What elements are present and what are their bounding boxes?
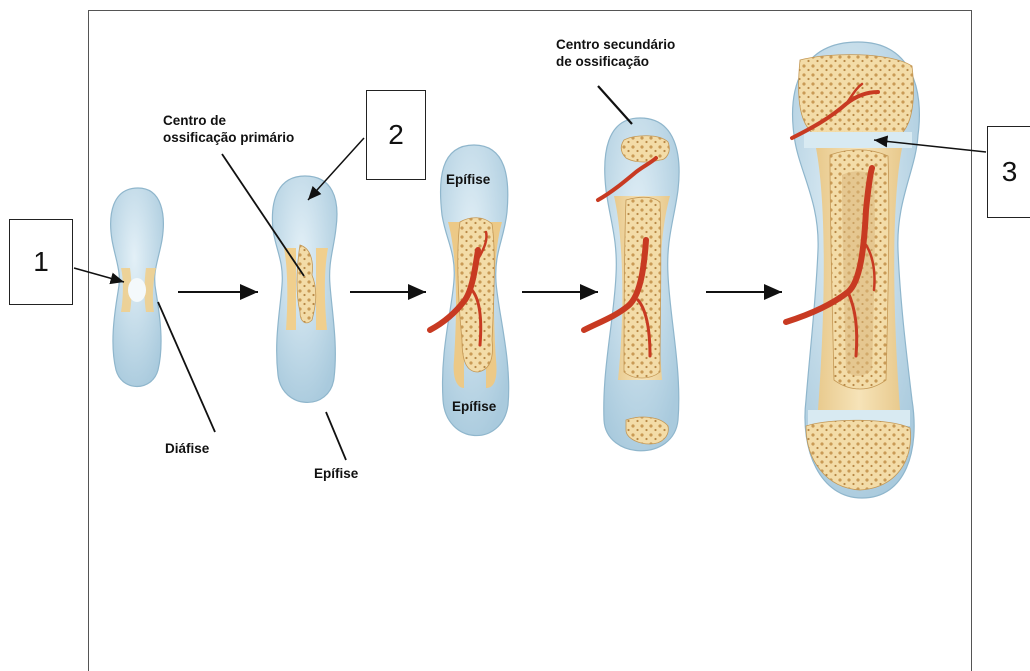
leader-epifise: [326, 412, 346, 460]
marker-1-text: 1: [33, 246, 49, 278]
leader-diafise: [158, 302, 215, 432]
label-centro-primario: Centro de ossificação primário: [163, 112, 294, 146]
label-centro-primario-line1: Centro de: [163, 112, 294, 129]
marker-box-2: 2: [366, 90, 426, 180]
marker-2-text: 2: [388, 119, 404, 151]
label-diafise: Diáfise: [165, 440, 209, 457]
pointer-1: [74, 268, 124, 282]
diagram-canvas: [0, 0, 1030, 630]
stage-1-cartilage-model: [111, 188, 164, 387]
leader-centro-secundario: [598, 86, 632, 124]
label-epifise-bottom: Epífise: [452, 398, 496, 415]
label-epifise-top: Epífise: [446, 171, 490, 188]
stage-4-secondary-center: [584, 118, 679, 451]
label-centro-secundario-line2: de ossificação: [556, 53, 675, 70]
ossification-diagram: 1 2 3 Centro de ossificação primário Cen…: [0, 0, 1030, 630]
label-centro-secundario: Centro secundário de ossificação: [556, 36, 675, 70]
stage-3-vascularized: [430, 145, 509, 436]
pointer-2: [308, 138, 364, 200]
stage-2-primary-center: [272, 176, 337, 402]
stage-5-mature-bone: [786, 42, 919, 498]
label-centro-primario-line2: ossificação primário: [163, 129, 294, 146]
marker-box-1: 1: [9, 219, 73, 305]
marker-3-text: 3: [1002, 156, 1018, 188]
marker-box-3: 3: [987, 126, 1030, 218]
label-centro-secundario-line1: Centro secundário: [556, 36, 675, 53]
label-epifise-stage2: Epífise: [314, 465, 358, 482]
